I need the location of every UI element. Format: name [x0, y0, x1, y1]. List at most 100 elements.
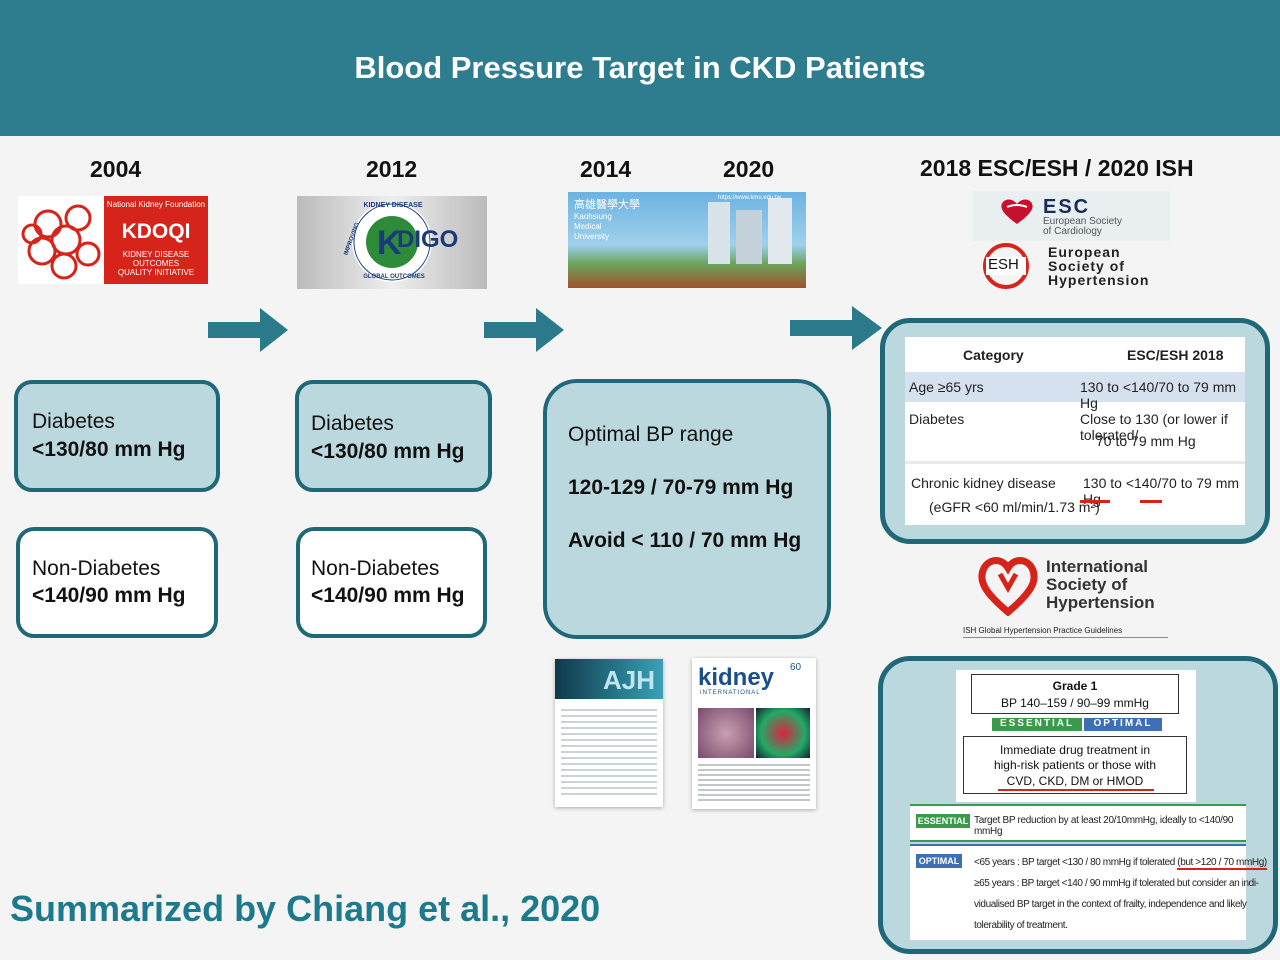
essential-row: ESSENTIAL Target BP reduction by at leas…: [910, 804, 1246, 842]
kidney-journal-sub: INTERNATIONAL: [700, 690, 761, 696]
kdoqi-name: KDOQI: [121, 220, 191, 243]
esc-abbr: ESC: [1043, 196, 1091, 218]
optimal-bp-label: Optimal BP range: [568, 423, 734, 446]
kdoqi-red-panel: [104, 196, 208, 284]
ish-name: International Society of Hypertension: [1046, 558, 1155, 612]
kmu-campus-photo: 高雄醫學大學 Kaohsiung Medical University http…: [568, 192, 806, 288]
year-2014: 2014: [580, 156, 632, 182]
row-diabetes-category: Diabetes: [909, 411, 965, 427]
building-3: [768, 198, 792, 264]
optimal-tag: OPTIMAL: [1084, 718, 1162, 731]
row-diabetes-target-1: Close to 130 (or lower if tolerated/: [1080, 411, 1228, 443]
ajh-journal-cover: AJH: [555, 659, 663, 807]
row-ckd-egfr: (eGFR <60 ml/min/1.73 m²): [929, 499, 1100, 515]
kdigo-nondiabetes-label: Non-Diabetes: [311, 557, 440, 580]
kdoqi-logo: National Kidney Foundation KDOQI KIDNEY …: [18, 196, 208, 284]
ajh-title: AJH: [603, 665, 656, 695]
table-row-age: Age ≥65 yrs 130 to <140/70 to 79 mm Hg: [905, 372, 1245, 411]
kdoqi-nondiabetes-target: <140/90 mm Hg: [32, 584, 186, 607]
ish-heart-icon: [978, 557, 1038, 616]
essential-text: Target BP reduction by at least 20/10mmH…: [974, 815, 1234, 837]
year-2004: 2004: [90, 156, 142, 182]
kdigo-nondiabetes-target: <140/90 mm Hg: [311, 584, 465, 607]
kdoqi-diabetes-box: Diabetes <130/80 mm Hg: [14, 380, 220, 492]
kmu-english-name: Kaohsiung Medical University: [574, 212, 612, 242]
essential-label: ESSENTIAL: [916, 814, 970, 828]
kdoqi-sub: KIDNEY DISEASE OUTCOMES QUALITY INITIATI…: [104, 250, 208, 277]
esh-fullname: European Society of Hypertension: [1048, 245, 1149, 287]
building-2: [736, 210, 762, 264]
row-ckd-category: Chronic kidney disease: [911, 475, 1056, 491]
kidney-journal-title: kidney: [698, 664, 775, 691]
ish-line2: Society of: [1046, 575, 1128, 594]
kidney-journal-badge: 60: [790, 662, 802, 673]
treat-line1: Immediate drug treatment in: [999, 743, 1151, 757]
ajh-contents-lines: [561, 709, 657, 799]
kdoqi-diabetes-label: Diabetes: [32, 410, 115, 433]
kdoqi-sub2: OUTCOMES: [132, 259, 180, 268]
esh-abbr: ESH: [988, 256, 1019, 273]
optimal-line4: tolerability of treatment.: [974, 920, 1068, 931]
building-1: [708, 202, 730, 264]
grade-range: BP 140–159 / 90–99 mmHg: [1001, 696, 1149, 710]
optimal-label: OPTIMAL: [916, 854, 962, 868]
avoid-bp-text: Avoid < 110 / 70 mm Hg: [568, 529, 802, 552]
ckd-underline-1: [1080, 500, 1110, 503]
kdigo-ring-icon: [352, 202, 432, 282]
ish-caption: ISH Global Hypertension Practice Guideli…: [963, 626, 1123, 635]
kdoqi-diabetes-target: <130/80 mm Hg: [32, 438, 186, 461]
optimal-bp-range: 120-129 / 70-79 mm Hg: [568, 476, 794, 499]
row-age-category: Age ≥65 yrs: [909, 379, 984, 395]
summary-credit: Summarized by Chiang et al., 2020: [10, 888, 601, 929]
ish-line1: International: [1046, 557, 1149, 576]
page-title: Blood Pressure Target in CKD Patients: [354, 50, 926, 85]
kmu-url: https://www.kmu.edu.tw: [718, 195, 782, 201]
year-2012: 2012: [366, 156, 418, 182]
grade-title: Grade 1: [1052, 679, 1098, 693]
row-ckd-target: 130 to <140/70 to 79 mm Hg: [1083, 475, 1240, 507]
kdoqi-nondiabetes-label: Non-Diabetes: [32, 557, 161, 580]
optimal-line1-underlined: (but >120 / 70 mmHg): [1177, 857, 1267, 870]
arrow-right-icon-1: [208, 308, 288, 352]
table-header-escesh: ESC/ESH 2018: [1127, 347, 1224, 363]
kdoqi-sub3: QUALITY INITIATIVE: [117, 268, 195, 277]
kmu-line2: Medical: [574, 222, 602, 231]
table-row-diabetes: Diabetes Close to 130 (or lower if toler…: [905, 403, 1245, 459]
title-banner: [0, 0, 1280, 136]
kdoqi-sub1: KIDNEY DISEASE: [122, 250, 190, 259]
esh-line1: European: [1048, 244, 1121, 260]
kdigo-logo: K DIGO KIDNEY DISEASE IMPROVING GLOBAL O…: [297, 196, 487, 289]
row-diabetes-target-2: 70 to 79 mm Hg: [1096, 433, 1196, 449]
table-divider: [905, 461, 1245, 464]
arrow-right-icon-2: [484, 308, 564, 352]
esc-heart-icon: [1001, 199, 1033, 224]
kidney-international-cover: kidney INTERNATIONAL 60: [692, 658, 816, 809]
year-esc-ish: 2018 ESC/ESH / 2020 ISH: [920, 155, 1194, 181]
kmu-line3: University: [574, 232, 610, 241]
kdigo-diabetes-box: Diabetes <130/80 mm Hg: [295, 380, 492, 492]
ish-grade-card: Grade 1 BP 140–159 / 90–99 mmHg ESSENTIA…: [956, 670, 1196, 802]
optimal-line3: vidualised BP target in the context of f…: [974, 899, 1247, 910]
kdoqi-nondiabetes-box: Non-Diabetes <140/90 mm Hg: [16, 527, 218, 638]
kdigo-ring-top: KIDNEY DISEASE: [363, 202, 423, 209]
table-header-category: Category: [963, 347, 1024, 363]
row-age-target: 130 to <140/70 to 79 mm Hg: [1080, 379, 1237, 411]
kmu-chinese-name: 高雄醫學大學: [574, 199, 640, 211]
esh-line2: Society of: [1048, 258, 1125, 274]
ish-line3: Hypertension: [1046, 593, 1155, 612]
esh-circle-icon: [983, 243, 1029, 289]
kdigo-k-letter: K: [377, 224, 402, 262]
kdigo-nondiabetes-box: Non-Diabetes <140/90 mm Hg: [296, 527, 487, 638]
esh-line3: Hypertension: [1048, 272, 1150, 288]
optimal-bp-box: Optimal BP range 120-129 / 70-79 mm Hg A…: [543, 379, 831, 639]
kidney-cover-image-1: [698, 708, 754, 758]
kdigo-diabetes-target: <130/80 mm Hg: [311, 440, 465, 463]
kmu-line1: Kaohsiung: [574, 212, 612, 221]
grade-box: Grade 1 BP 140–159 / 90–99 mmHg: [971, 674, 1179, 714]
esc-line1: European Society: [1043, 216, 1122, 227]
esc-esh-table: Category ESC/ESH 2018 Age ≥65 yrs 130 to…: [905, 337, 1245, 525]
treat-line2: high-risk patients or those with: [993, 758, 1157, 772]
kidney-cover-lines: [698, 764, 810, 802]
esc-fullname: European Society of Cardiology: [1043, 217, 1122, 237]
treatment-box: Immediate drug treatment in high-risk pa…: [963, 736, 1187, 794]
